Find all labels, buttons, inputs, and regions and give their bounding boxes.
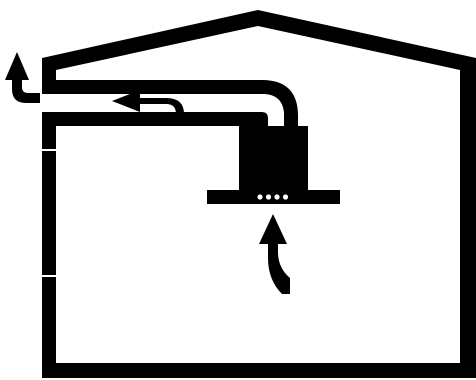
wall-gap-upper: [41, 149, 57, 151]
intake-arrow-head: [259, 214, 287, 244]
hood-light-dot: [265, 194, 272, 200]
range-hood-icon: [207, 126, 340, 204]
hood-light-dot: [274, 194, 280, 200]
hood-lights: [257, 194, 289, 200]
hood-chimney: [239, 126, 308, 192]
duct-airflow-arrow-icon: [112, 90, 184, 114]
duct-outline: [42, 80, 298, 126]
duct-arrow-head: [112, 90, 140, 112]
intake-arrow-body: [268, 238, 290, 294]
intake-airflow-arrow-icon: [259, 214, 290, 294]
hood-light-dot: [257, 194, 263, 200]
duct-icon: [42, 80, 298, 126]
exhaust-arrow-body: [12, 76, 40, 103]
exhaust-arrow-head: [5, 52, 29, 80]
hood-light-dot: [282, 194, 289, 200]
hood-canopy: [207, 190, 340, 204]
exhaust-airflow-arrow-icon: [5, 52, 40, 103]
duct-wall-opening: [42, 94, 56, 112]
duct-arrow-body: [138, 98, 184, 114]
duct-inner: [56, 94, 284, 126]
house-outline-icon: [41, 10, 476, 378]
wall-gap-lower: [41, 275, 57, 277]
